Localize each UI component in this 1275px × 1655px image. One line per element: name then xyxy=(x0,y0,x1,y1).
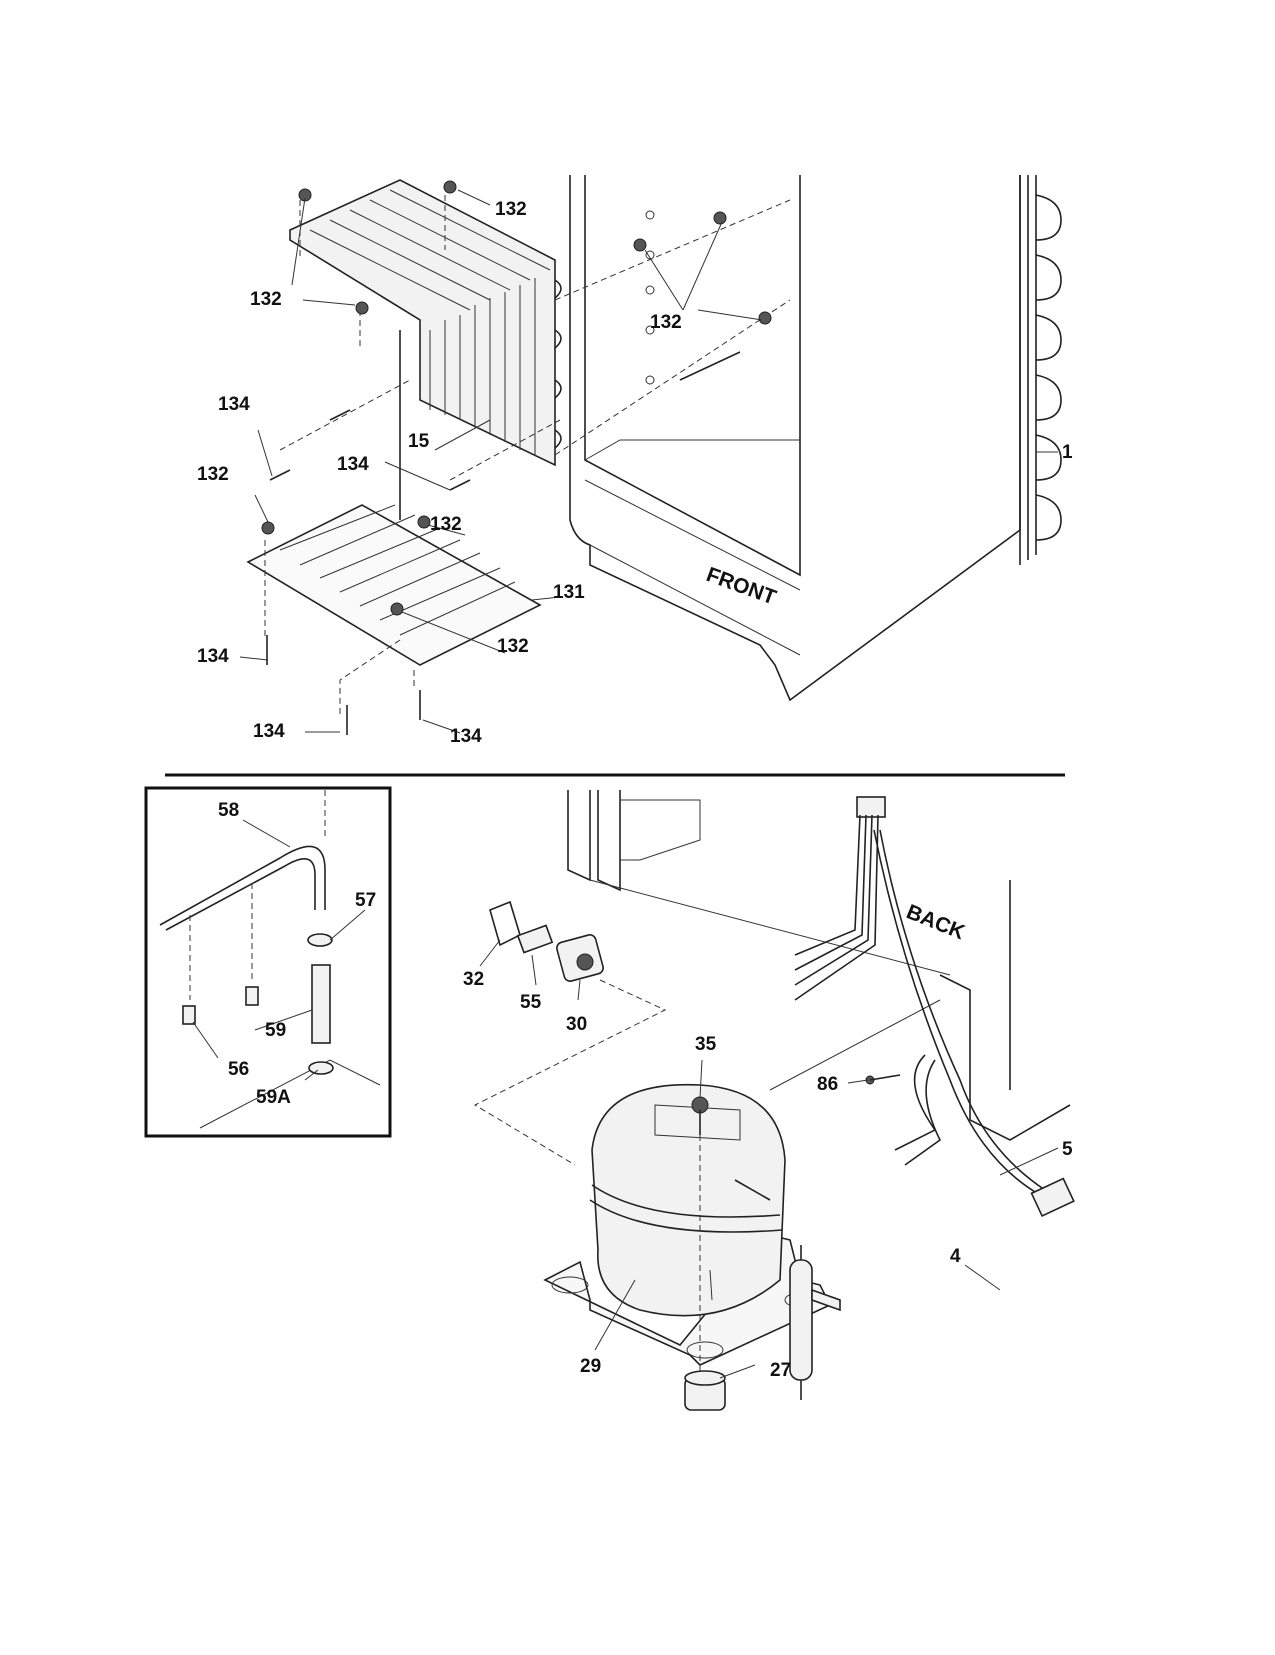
label-132-shelf-right: 132 xyxy=(430,514,462,535)
label-32: 32 xyxy=(463,969,484,990)
label-4: 4 xyxy=(950,1246,961,1267)
fastener-icons-top xyxy=(261,180,772,735)
label-27: 27 xyxy=(770,1360,791,1381)
label-29: 29 xyxy=(580,1356,601,1377)
callouts-bottom: 32 55 30 35 86 5 4 29 27 xyxy=(463,969,1073,1381)
evaporator-shelf xyxy=(246,504,542,666)
label-59: 59 xyxy=(265,1020,286,1041)
label-132-top: 132 xyxy=(495,199,527,220)
label-132-left: 132 xyxy=(250,289,282,310)
callouts-inset: 58 57 59 56 59A xyxy=(218,800,376,1108)
label-134-bottom-right: 134 xyxy=(450,726,482,747)
label-134-bottom-left: 134 xyxy=(253,721,285,742)
label-55: 55 xyxy=(520,992,542,1013)
front-word: FRONT xyxy=(703,563,779,609)
cabinet-outline xyxy=(569,175,1021,702)
label-5: 5 xyxy=(1062,1139,1073,1160)
compressor xyxy=(543,1083,832,1390)
label-56: 56 xyxy=(228,1059,249,1080)
label-30: 30 xyxy=(566,1014,587,1035)
label-132-cabinet: 132 xyxy=(650,312,682,333)
back-word: BACK xyxy=(903,900,968,944)
relay-overload xyxy=(473,900,667,1166)
label-134-mid: 134 xyxy=(337,454,369,475)
label-134-upper: 134 xyxy=(218,394,250,415)
condenser-coil-side xyxy=(1019,175,1062,565)
label-132-shelf-left: 132 xyxy=(197,464,229,485)
label-58: 58 xyxy=(218,800,239,821)
label-57: 57 xyxy=(355,890,376,911)
grommet-and-screw xyxy=(684,1059,756,1411)
callouts-top: 132 132 132 134 134 15 1 132 132 131 132… xyxy=(197,199,1073,747)
filter-drier xyxy=(789,1245,1001,1400)
label-59a: 59A xyxy=(256,1087,291,1108)
drain-inset xyxy=(144,786,392,1138)
label-15: 15 xyxy=(408,431,430,452)
cabinet-base xyxy=(567,790,1071,1141)
label-86: 86 xyxy=(817,1074,838,1095)
evaporator-coil xyxy=(289,179,562,520)
label-131: 131 xyxy=(553,582,585,603)
leader-lines-top xyxy=(239,189,1058,734)
label-1: 1 xyxy=(1062,442,1073,463)
power-cord-harness xyxy=(794,796,1075,1218)
label-132-shelf-bottom: 132 xyxy=(497,636,529,657)
label-35: 35 xyxy=(695,1034,717,1055)
label-134-left: 134 xyxy=(197,646,229,667)
